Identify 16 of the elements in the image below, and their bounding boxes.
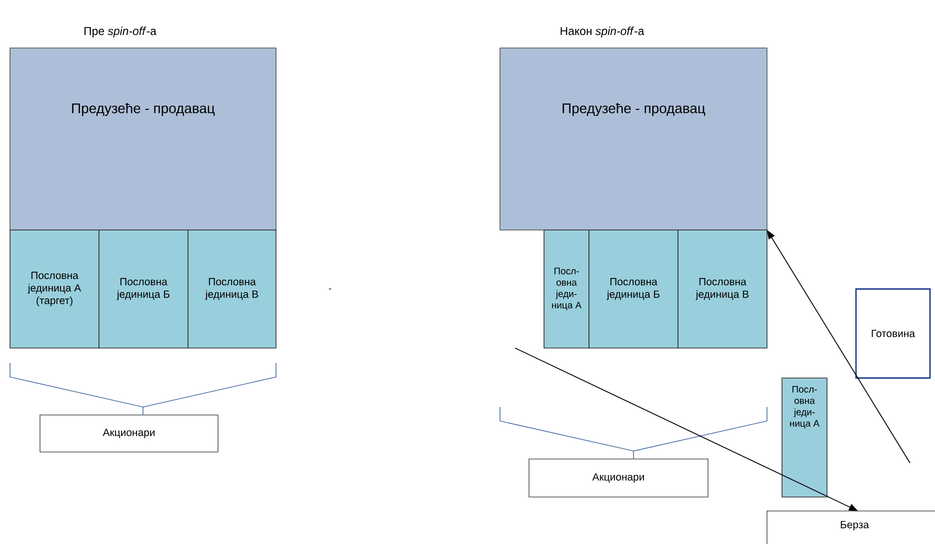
dash-mark: - xyxy=(328,288,332,290)
unit-box: Пословна јединица В xyxy=(678,230,768,348)
cash-box: Готовина xyxy=(855,288,931,379)
unit-box: Пословна јединица В xyxy=(188,230,276,348)
unit-box: Пословна јединица А (таргет) xyxy=(10,230,100,348)
shareholders-box: Акционари xyxy=(528,458,708,498)
heading: Након spin-off-а xyxy=(560,26,644,38)
unit-box: Пословна јединица Б xyxy=(98,230,188,348)
unit-box: Посл-овна једи-ница А xyxy=(544,230,590,348)
unit-box: Пословна јединица Б xyxy=(588,230,678,348)
heading: Пре spin-off-а xyxy=(84,26,156,38)
exchange-box: Берза xyxy=(766,510,935,544)
company-box: Предузеће - продавац xyxy=(500,48,768,230)
company-box: Предузеће - продавац xyxy=(10,48,276,230)
unit-box: Посл-овна једи-ница А xyxy=(782,378,828,498)
shareholders-box: Акционари xyxy=(40,414,218,452)
